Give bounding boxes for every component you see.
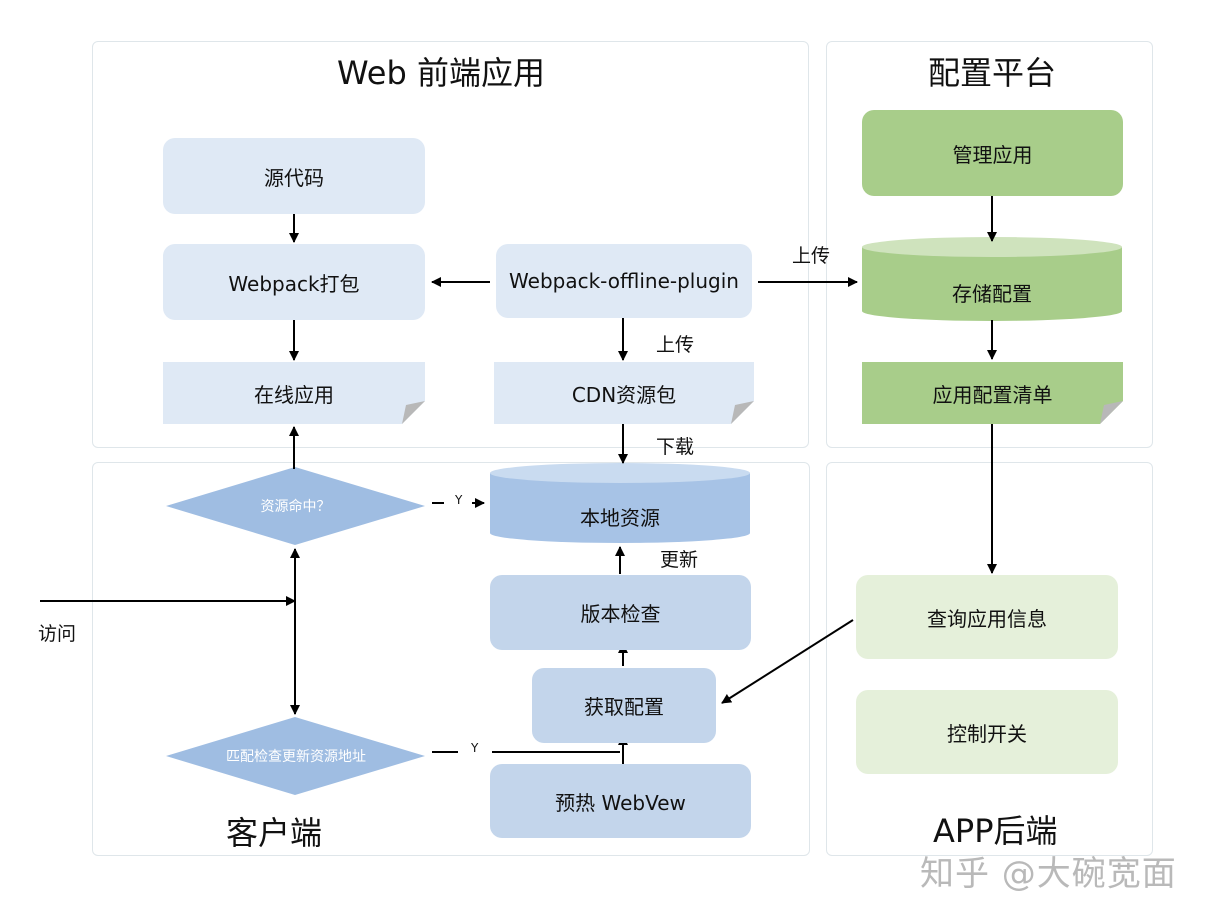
cdn-package-node: CDN资源包: [571, 382, 677, 407]
match-update-diamond: [166, 717, 425, 795]
app-config-list-node: 应用配置清单: [932, 382, 1053, 407]
resource-hit-node: 资源命中？: [260, 499, 331, 515]
local-resource-node: 本地资源: [580, 505, 660, 530]
app-backend-panel: [826, 462, 1153, 856]
match-update-node: 匹配检查更新资源地址: [206, 737, 386, 777]
source-code-node: 源代码: [163, 138, 425, 214]
store-config-node: 存储配置: [952, 281, 1032, 306]
app-backend-title: APP后端: [933, 812, 1058, 850]
query-app-info-node: 查询应用信息: [856, 575, 1118, 659]
control-switch-node: 控制开关: [856, 690, 1118, 774]
config-platform-title: 配置平台: [928, 54, 1057, 92]
label-upload-config: 上传: [792, 245, 831, 267]
offline-plugin-node: Webpack-offline-plugin: [496, 244, 752, 318]
cdn-package-doc-shape: [494, 362, 754, 424]
label-visit: 访问: [38, 623, 77, 645]
online-app-doc-shape: [163, 362, 425, 424]
label-yes-match: Y: [471, 741, 479, 755]
web-frontend-title: Web 前端应用: [337, 54, 545, 92]
resource-hit-diamond: [166, 467, 425, 545]
label-update: 更新: [660, 549, 699, 571]
arrow-query-to-fetch: [721, 619, 854, 704]
manage-app-node: 管理应用: [862, 110, 1123, 196]
client-title: 客户端: [226, 814, 323, 852]
preheat-webview-node: 预热 WebVew: [490, 764, 751, 838]
local-resource-cylinder: [490, 463, 750, 543]
fetch-config-node: 获取配置: [532, 668, 716, 743]
app-config-list-doc-shape: [862, 362, 1123, 424]
online-app-node: 在线应用: [254, 382, 334, 407]
store-config-cylinder: [862, 237, 1122, 321]
match-update-label: 匹配检查更新资源地址: [226, 748, 366, 765]
version-check-node: 版本检查: [490, 575, 751, 650]
label-upload-cdn: 上传: [656, 334, 695, 356]
watermark: 知乎 @大碗宽面: [920, 854, 1177, 894]
label-download: 下载: [656, 436, 695, 458]
label-yes-hit: Y: [455, 493, 463, 507]
webpack-pack-node: Webpack打包: [163, 244, 425, 320]
